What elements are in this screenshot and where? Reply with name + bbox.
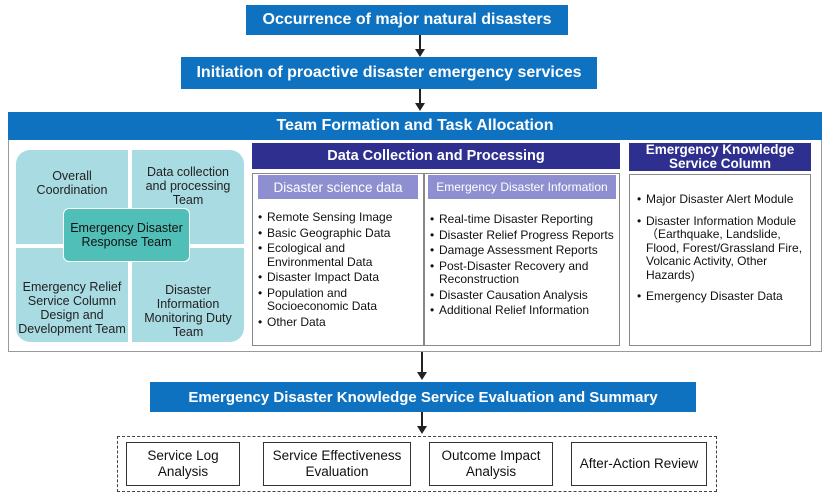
after-action-box: After-Action Review [571,442,707,486]
arrow-3 [421,352,423,374]
service-effectiveness-box: Service Effectiveness Evaluation [263,442,411,486]
knowledge-list: Major Disaster Alert Module Disaster Inf… [637,192,807,306]
arrow-4-head [417,426,427,434]
list-item: Disaster Impact Data [258,270,420,285]
arrow-1 [419,35,421,51]
list-item: Damage Assessment Reports [430,243,618,258]
list-item: Post-Disaster Recovery and Reconstructio… [430,259,618,287]
arrow-2-head [415,103,425,111]
service-effectiveness-label: Service Effectiveness Evaluation [272,448,402,479]
list-item: Ecological and Environmental Data [258,241,420,269]
occurrence-label: Occurrence of major natural disasters [262,11,552,28]
list-item: Major Disaster Alert Module [637,192,807,207]
service-log-label: Service Log Analysis [147,448,219,479]
occurrence-box: Occurrence of major natural disasters [246,5,568,35]
team-quadrant-block: Overall Coordination Data collection and… [16,150,244,342]
team-monitoring-label: Disaster Information Monitoring Duty Tea… [144,283,232,339]
team-relief-label: Emergency Relief Service Column Design a… [18,280,126,336]
team-monitoring-duty: Disaster Information Monitoring Duty Tea… [132,248,244,342]
evaluation-box: Emergency Disaster Knowledge Service Eva… [150,382,696,412]
arrow-4 [421,412,423,428]
knowledge-header: Emergency Knowledge Service Column [629,143,811,171]
processing-header: Data Collection and Processing [252,143,620,169]
initiation-label: Initiation of proactive disaster emergen… [196,64,582,81]
team-relief-design: Emergency Relief Service Column Design a… [16,248,128,342]
arrow-1-head [415,49,425,57]
outcome-impact-box: Outcome Impact Analysis [429,442,553,486]
arrow-3-head [417,372,427,380]
arrow-2 [419,89,421,105]
disaster-info-title: Emergency Disaster Information [436,180,608,194]
science-data-title: Disaster science data [273,179,403,195]
team-data-collection-label: Data collection and processing Team [145,165,231,207]
list-item: Real-time Disaster Reporting [430,212,618,227]
list-item: Other Data [258,315,420,330]
team-overall-label: Overall Coordination [36,169,108,197]
team-center-box: Emergency Disaster Response Team [63,208,190,262]
service-log-box: Service Log Analysis [126,442,240,486]
disaster-info-list: Real-time Disaster Reporting Disaster Re… [430,212,618,320]
team-formation-header: Team Formation and Task Allocation [8,112,822,140]
team-formation-title: Team Formation and Task Allocation [276,117,554,134]
initiation-box: Initiation of proactive disaster emergen… [181,57,597,89]
list-item: Disaster Causation Analysis [430,288,618,303]
outcome-impact-label: Outcome Impact Analysis [441,448,541,479]
list-item: Emergency Disaster Data [637,289,807,304]
list-item: Disaster Relief Progress Reports [430,228,618,243]
list-item: Disaster Information Module（Earthquake, … [637,214,807,283]
evaluation-title: Emergency Disaster Knowledge Service Eva… [188,388,658,406]
list-item: Population and Socioeconomic Data [258,286,420,314]
list-item: Remote Sensing Image [258,210,420,225]
after-action-label: After-Action Review [579,456,699,471]
science-data-list: Remote Sensing Image Basic Geographic Da… [258,210,420,331]
summary-container [117,436,717,492]
team-center-label: Emergency Disaster Response Team [70,221,183,249]
science-data-header: Disaster science data [258,175,418,199]
disaster-info-header: Emergency Disaster Information [428,175,616,199]
list-item: Additional Relief Information [430,303,618,318]
knowledge-title: Emergency Knowledge Service Column [645,142,795,171]
processing-title: Data Collection and Processing [327,148,545,164]
list-item: Basic Geographic Data [258,226,420,241]
